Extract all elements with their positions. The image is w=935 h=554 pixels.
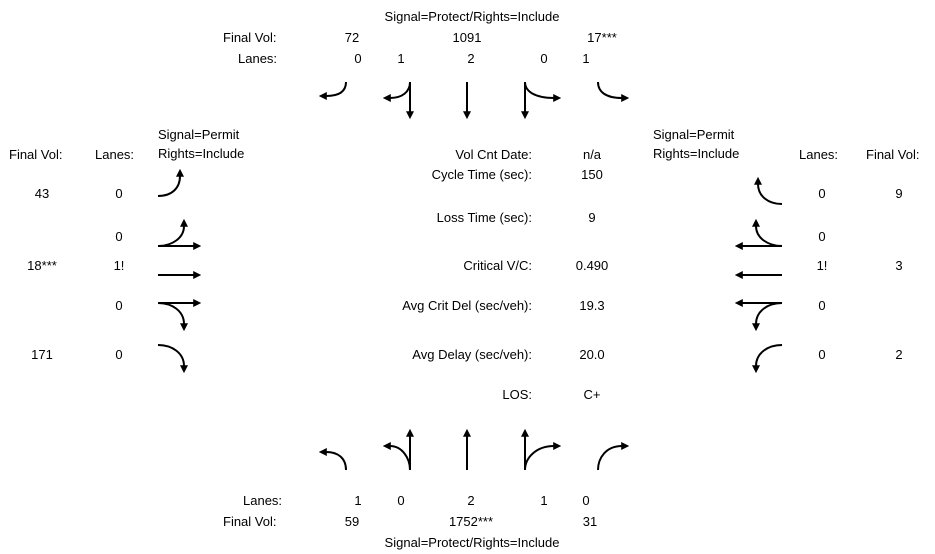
west-left-thru-arrow-left	[157, 218, 188, 247]
west-final-vol-thru: 18***	[27, 258, 57, 273]
west-final-vol-label: Final Vol:	[9, 147, 63, 162]
north-thru-left-arrow-left	[524, 81, 562, 102]
east-final-vol-label: Final Vol:	[866, 147, 920, 162]
north-right-turn-arrow	[318, 81, 347, 100]
west-final-vol-right: 171	[31, 347, 53, 362]
loss-time-label: Loss Time (sec):	[436, 210, 532, 225]
avg-delay-label: Avg Delay (sec/veh):	[412, 347, 532, 362]
east-left-turn-arrow	[752, 344, 783, 374]
east-lanes-0: 0	[818, 186, 826, 201]
avg-crit-del-value: 19.3	[579, 298, 605, 313]
north-lanes-label: Lanes:	[238, 51, 278, 66]
south-thru-right-arrow-right	[524, 442, 562, 471]
east-thru-left-arrow-left	[752, 302, 783, 332]
critical-vc-value: 0.490	[575, 258, 609, 273]
north-lanes-3: 0	[540, 51, 548, 66]
west-final-vol-left: 43	[34, 186, 50, 201]
south-left-turn-arrow	[318, 448, 347, 471]
south-final-vol-right: 31	[582, 514, 598, 529]
east-final-vol-thru: 3	[895, 258, 903, 273]
south-lanes-2: 2	[467, 493, 475, 508]
west-lanes-2: 1!	[113, 258, 125, 273]
north-signal: Signal=Protect/Rights=Include	[384, 9, 560, 24]
west-lanes-3: 0	[115, 298, 123, 313]
avg-crit-del-label: Avg Crit Del (sec/veh):	[402, 298, 532, 313]
south-final-vol-label: Final Vol:	[223, 514, 277, 529]
critical-vc-label: Critical V/C:	[463, 258, 532, 273]
loss-time-value: 9	[588, 210, 596, 225]
north-lanes-2: 2	[467, 51, 475, 66]
west-lanes-4: 0	[115, 347, 123, 362]
vol-cnt-date-value: n/a	[582, 147, 602, 162]
los-label: LOS:	[502, 387, 532, 402]
west-right-turn-arrow	[157, 344, 188, 374]
east-lanes-1: 0	[818, 229, 826, 244]
south-lanes-3: 1	[540, 493, 548, 508]
north-lanes-0: 0	[354, 51, 362, 66]
south-lanes-1: 0	[397, 493, 405, 508]
east-signal-line2: Rights=Include	[653, 146, 740, 161]
south-lanes-0: 1	[354, 493, 362, 508]
north-final-vol-thru: 1091	[452, 30, 482, 45]
east-lanes-4: 0	[818, 347, 826, 362]
north-final-vol-left: 17***	[587, 30, 617, 45]
cycle-time-value: 150	[581, 167, 603, 182]
south-right-turn-arrow	[597, 442, 630, 471]
east-lanes-2: 1!	[816, 258, 828, 273]
vol-cnt-date-label: Vol Cnt Date:	[455, 147, 532, 162]
south-left-thru-arrow-left	[382, 442, 411, 471]
north-left-thru-arrow-left	[382, 81, 411, 102]
north-final-vol-right: 72	[344, 30, 360, 45]
west-left-turn-arrow	[157, 168, 184, 197]
east-lanes-label: Lanes:	[799, 147, 839, 162]
los-value: C+	[583, 387, 601, 402]
south-lanes-4: 0	[582, 493, 590, 508]
avg-delay-value: 20.0	[579, 347, 605, 362]
cycle-time-label: Cycle Time (sec):	[431, 167, 532, 182]
north-left-turn-arrow	[597, 81, 630, 102]
north-final-vol-label: Final Vol:	[223, 30, 277, 45]
south-final-vol-thru: 1752***	[448, 514, 494, 529]
south-signal: Signal=Protect/Rights=Include	[384, 535, 560, 550]
south-final-vol-left: 59	[344, 514, 360, 529]
west-signal-line1: Signal=Permit	[158, 127, 240, 142]
west-signal-line2: Rights=Include	[158, 146, 245, 161]
north-lanes-1: 1	[397, 51, 405, 66]
west-lanes-0: 0	[115, 186, 123, 201]
west-thru-right-arrow-right	[157, 302, 188, 332]
east-final-vol-right: 9	[895, 186, 903, 201]
west-lanes-1: 0	[115, 229, 123, 244]
east-thru-right-arrow-right	[752, 218, 783, 247]
north-lanes-4: 1	[582, 51, 590, 66]
east-final-vol-left: 2	[895, 347, 903, 362]
east-lanes-3: 0	[818, 298, 826, 313]
east-right-turn-arrow	[754, 176, 783, 205]
east-signal-line1: Signal=Permit	[653, 127, 735, 142]
west-lanes-label: Lanes:	[95, 147, 135, 162]
south-lanes-label: Lanes:	[243, 493, 283, 508]
